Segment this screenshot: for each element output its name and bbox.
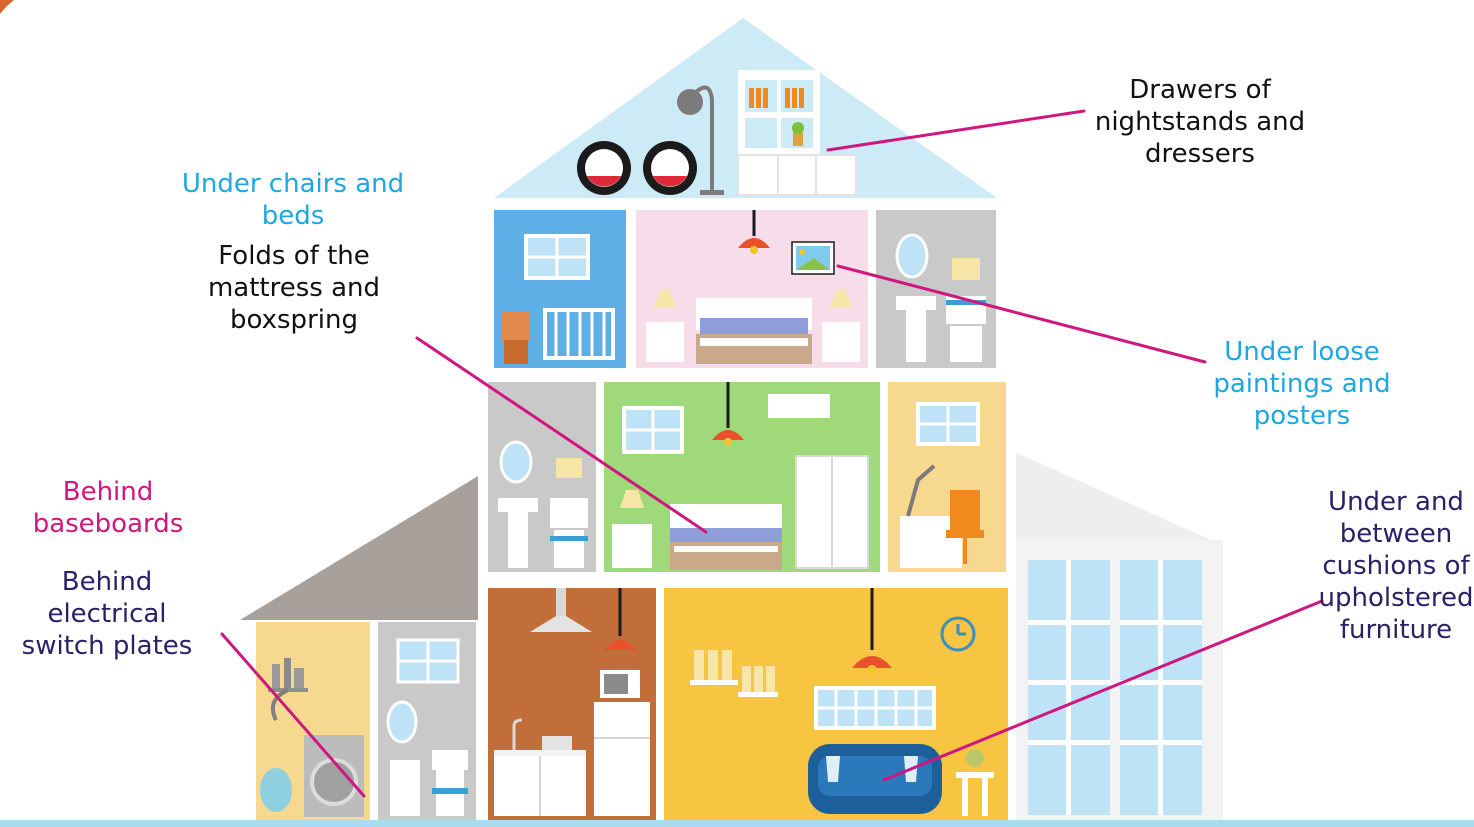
label-under-cushions-text: Under and between cushions of upholstere… [1318,487,1474,645]
label-behind-baseboards-text: Behind baseboards [32,477,184,539]
left-annex [240,476,478,820]
pointer-line-mattress [415,336,708,534]
label-folds: Folds of the mattress and boxspring [194,240,394,336]
pointer-lines [220,109,1324,798]
pointer-line-paintings [836,264,1207,364]
label-behind-switch: Behind electrical switch plates [0,566,214,662]
floor-2 [488,382,1006,572]
label-behind-switch-text: Behind electrical switch plates [21,567,193,661]
pointer-line-switch-plates [220,632,366,798]
right-annex [1015,452,1223,820]
label-folds-text: Folds of the mattress and boxspring [207,241,381,335]
corner-mark [0,0,14,14]
label-under-paintings: Under loose paintings and posters [1200,336,1404,432]
label-under-chairs-text: Under chairs and beds [181,169,405,231]
label-drawers-text: Drawers of nightstands and dressers [1094,75,1306,169]
pointer-line-cushions [882,599,1324,782]
label-drawers: Drawers of nightstands and dressers [1090,74,1310,170]
ground-strip [0,820,1474,827]
label-under-cushions: Under and between cushions of upholstere… [1318,486,1474,646]
pointer-line-drawers [826,109,1086,152]
label-under-chairs: Under chairs and beds [176,168,410,232]
floor-3 [494,210,996,368]
label-under-paintings-text: Under loose paintings and posters [1213,337,1391,431]
label-behind-baseboards: Behind baseboards [16,476,200,540]
attic [494,18,997,198]
floor-1 [488,588,1008,820]
